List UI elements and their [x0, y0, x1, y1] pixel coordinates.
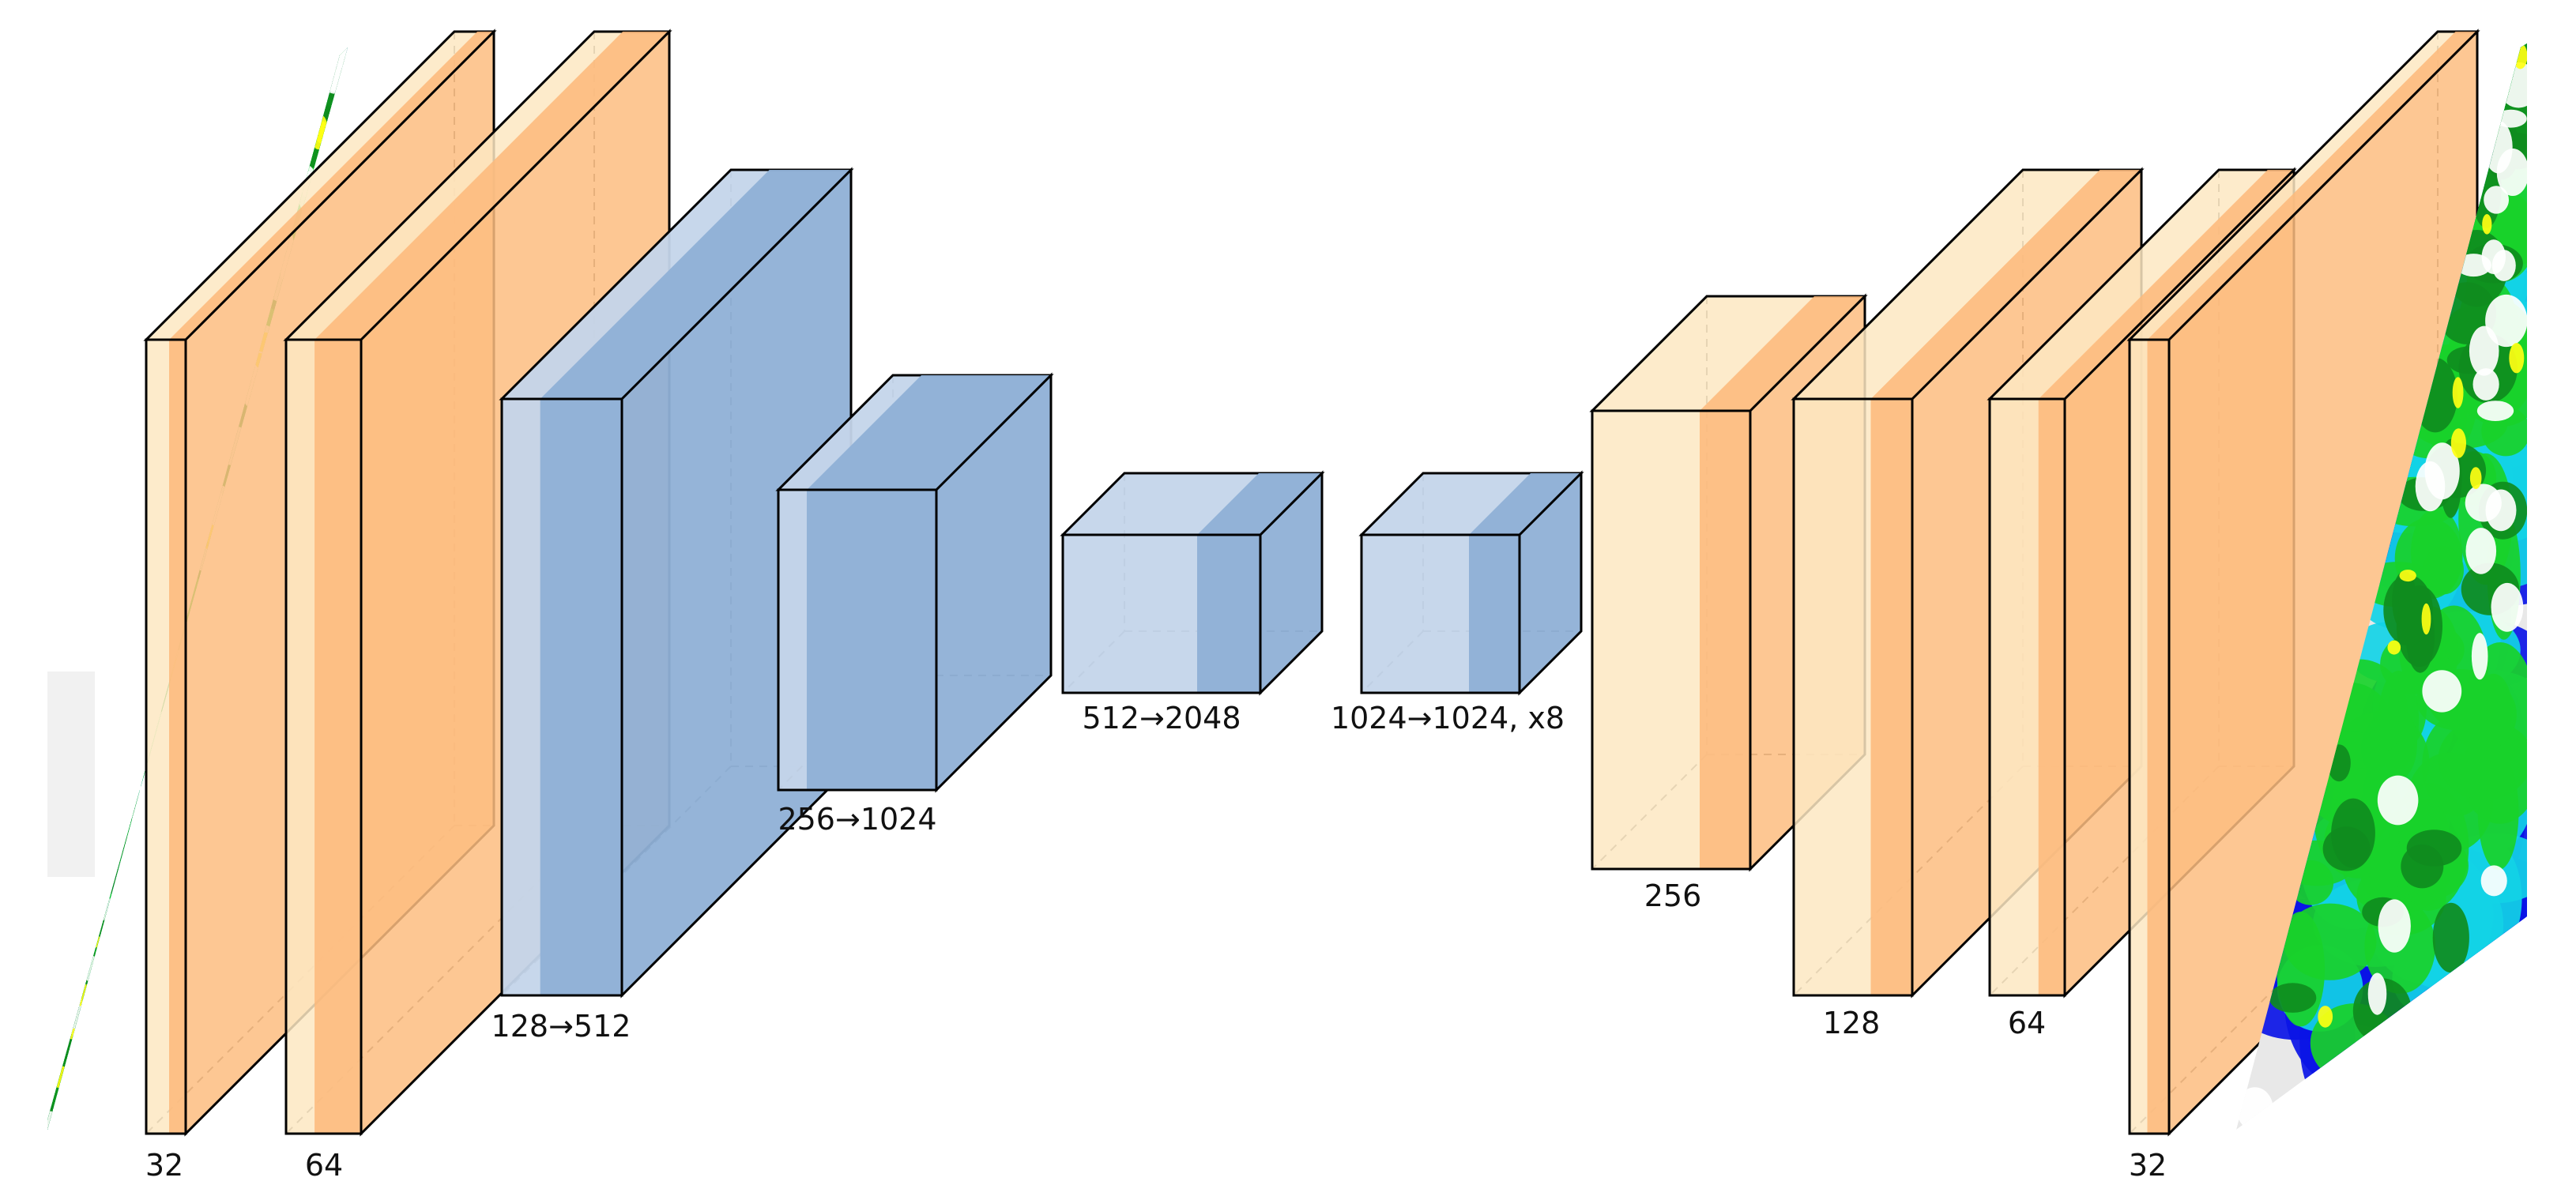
label-enc-512: 512→2048	[1082, 701, 1241, 735]
label-enc-128: 128→512	[491, 1009, 631, 1044]
label-enc-64: 64	[305, 1148, 343, 1183]
label-dec-128: 128	[1823, 1006, 1881, 1040]
block-bottleneck	[1358, 470, 1584, 696]
label-enc-256: 256→1024	[778, 802, 936, 837]
network-blocks	[143, 28, 2480, 1137]
block-labels: 32 64 128→512 256→1024 512→2048 1024→102…	[145, 701, 2167, 1183]
label-dec-64: 64	[2008, 1006, 2046, 1040]
label-bottleneck: 1024→1024, x8	[1331, 701, 1565, 735]
block-enc-256	[775, 372, 1054, 793]
label-dec-256: 256	[1644, 878, 1702, 913]
label-enc-32: 32	[145, 1148, 183, 1183]
input-map-empty-region	[47, 671, 95, 877]
block-enc-512	[1060, 470, 1325, 696]
label-dec-32: 32	[2129, 1148, 2167, 1183]
